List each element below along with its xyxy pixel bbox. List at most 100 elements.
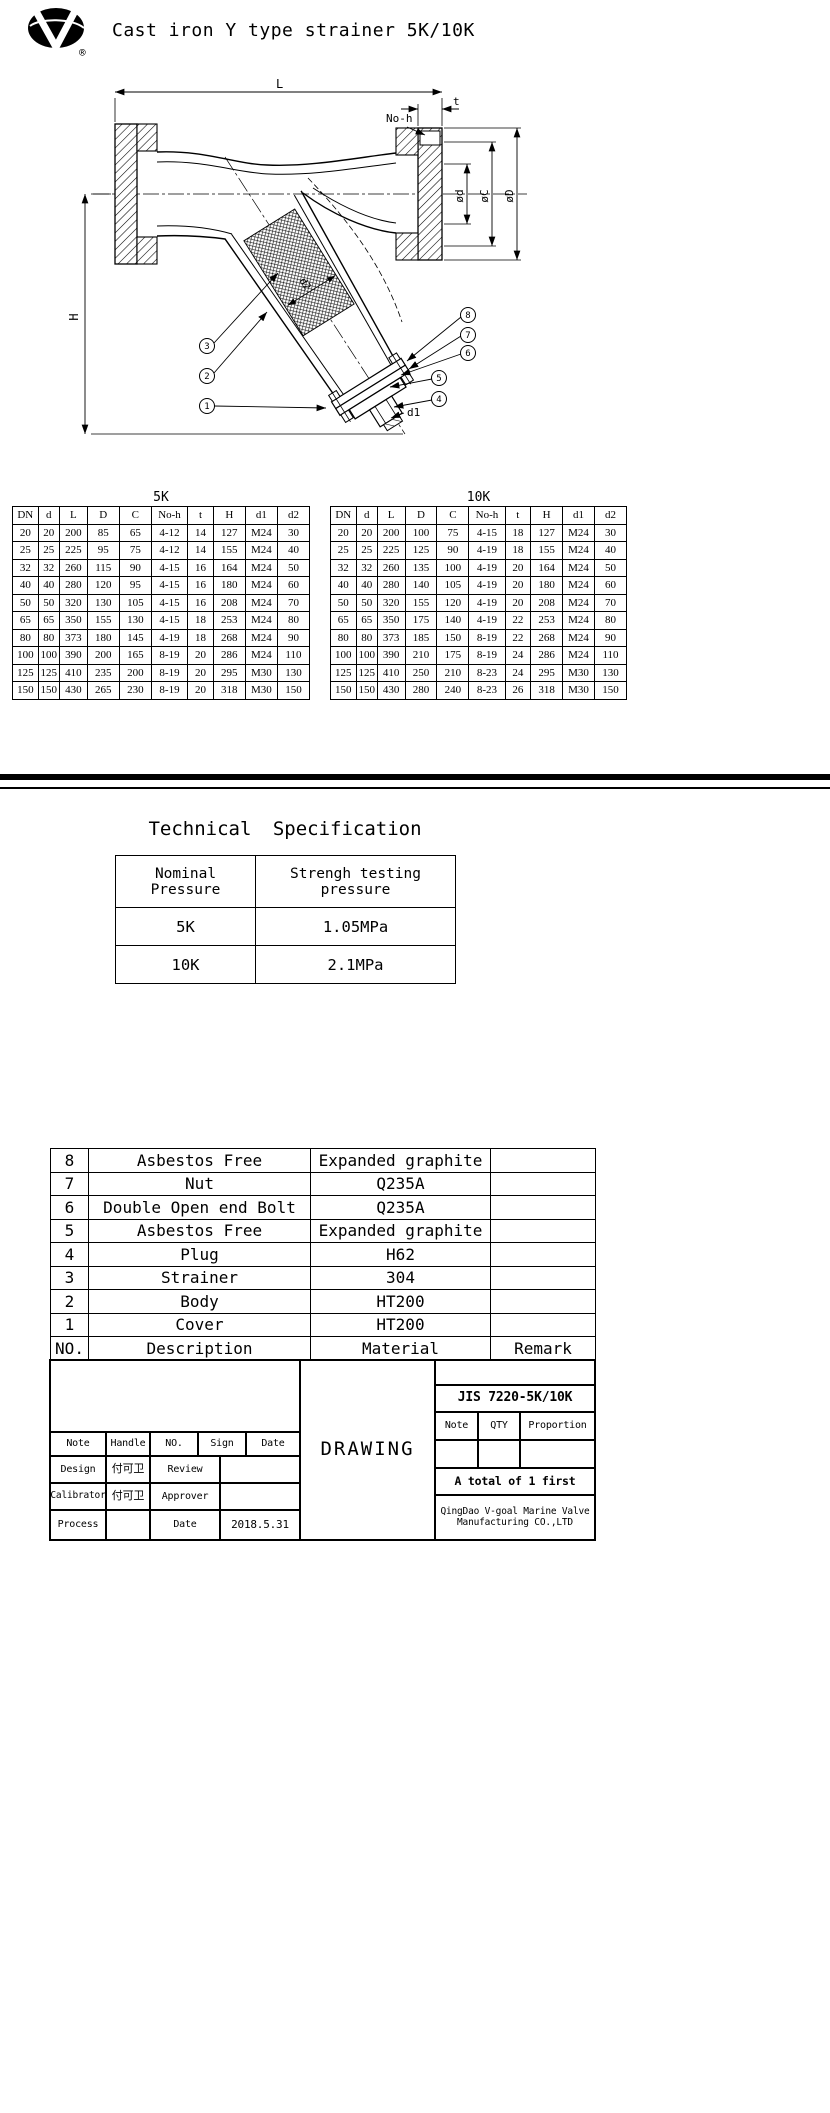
table-cell: 20 <box>504 576 532 595</box>
table-cell: 185 <box>404 628 438 647</box>
table-cell: 295 <box>530 663 564 682</box>
table-cell: 165 <box>118 646 152 665</box>
inlet-flange <box>114 123 158 265</box>
table-cell: 70 <box>593 593 628 612</box>
table-cell: 210 <box>404 646 438 665</box>
table-cell: 80 <box>37 628 60 647</box>
table-cell: M24 <box>562 523 595 542</box>
table-cell: 24 <box>504 663 532 682</box>
table-cell: 150 <box>330 681 357 700</box>
review-value <box>220 1456 300 1483</box>
table-cell: 14 <box>187 541 214 560</box>
table-cell: 235 <box>86 663 120 682</box>
callout-4-label: 4 <box>436 395 441 405</box>
title-block: Note Handle NO. Sign Date Design 付可卫 Rev… <box>49 1359 596 1541</box>
table-cell: 50 <box>12 593 39 612</box>
table-cell: 80 <box>355 628 378 647</box>
design-label: Design <box>50 1456 106 1483</box>
table-cell: 180 <box>530 576 564 595</box>
table-cell: M24 <box>244 558 278 577</box>
table-cell: 20 <box>504 593 532 612</box>
table-cell: 150 <box>355 681 378 700</box>
table-cell: 100 <box>330 646 357 665</box>
table-cell: 318 <box>212 681 246 700</box>
spec-10k-label: 10K <box>115 945 256 984</box>
table-cell: 32 <box>12 558 39 577</box>
table-cell: 125 <box>404 541 438 560</box>
callout-2 <box>199 368 215 384</box>
table-cell: 145 <box>118 628 152 647</box>
table-cell: 8-19 <box>150 681 189 700</box>
spec-title: Technical Specification <box>148 818 422 840</box>
table-cell: M24 <box>562 593 595 612</box>
table-cell: 253 <box>212 611 246 630</box>
table-cell: No-h <box>468 506 506 525</box>
table-cell: t <box>187 506 214 525</box>
size-table-5k-title: 5K <box>153 490 169 505</box>
table-cell: 8-19 <box>468 628 506 647</box>
callout-3-label: 3 <box>204 342 209 352</box>
callout-leaders <box>213 272 462 412</box>
table-cell: 40 <box>355 576 378 595</box>
proportion-value <box>520 1440 595 1468</box>
titleblock-sign-header: Sign <box>198 1432 246 1456</box>
table-cell: M24 <box>244 628 278 647</box>
table-cell: 16 <box>187 558 214 577</box>
strainer-drawing: L t No-h H ød øC øD d1 d2 8 7 6 5 4 3 2 … <box>67 77 527 435</box>
table-cell: M24 <box>562 576 595 595</box>
table-cell: 4-15 <box>150 576 189 595</box>
dim-L-label: L <box>276 77 283 91</box>
table-cell: 150 <box>37 681 60 700</box>
table-cell: 2 <box>50 1289 89 1314</box>
table-cell: 95 <box>118 576 152 595</box>
qty-header: QTY <box>478 1412 520 1440</box>
table-cell: 268 <box>530 628 564 647</box>
callout-3 <box>199 338 215 354</box>
table-cell: M24 <box>562 611 595 630</box>
table-cell: 225 <box>58 541 88 560</box>
table-cell: 304 <box>310 1265 491 1290</box>
table-cell: 120 <box>86 576 120 595</box>
spec-table: Nominal Pressure Strengh testing pressur… <box>115 855 456 984</box>
table-cell: 85 <box>86 523 120 542</box>
table-cell: Cover <box>88 1312 311 1337</box>
flange-bolt-hole <box>419 130 441 146</box>
table-cell: 20 <box>37 523 60 542</box>
calibrator-label: Calibrator <box>50 1483 106 1510</box>
table-cell: DN <box>12 506 39 525</box>
table-cell: 155 <box>530 541 564 560</box>
d2-dimension-line <box>287 275 336 306</box>
table-cell: 50 <box>37 593 60 612</box>
table-cell: 25 <box>355 541 378 560</box>
table-cell: 210 <box>436 663 470 682</box>
table-cell: 95 <box>86 541 120 560</box>
table-cell: 286 <box>530 646 564 665</box>
table-cell: 20 <box>12 523 39 542</box>
review-label: Review <box>150 1456 220 1483</box>
table-cell: 105 <box>436 576 470 595</box>
table-cell: Body <box>88 1289 311 1314</box>
table-cell: 60 <box>276 576 311 595</box>
table-cell: 100 <box>37 646 60 665</box>
table-cell: 200 <box>118 663 152 682</box>
table-cell: 155 <box>212 541 246 560</box>
table-cell: 4-15 <box>150 611 189 630</box>
table-cell: 4-19 <box>150 628 189 647</box>
titleblock-note-header: Note <box>50 1432 106 1456</box>
table-cell: 100 <box>355 646 378 665</box>
table-cell: 200 <box>376 523 406 542</box>
table-cell: 40 <box>37 576 60 595</box>
table-cell: 40 <box>593 541 628 560</box>
